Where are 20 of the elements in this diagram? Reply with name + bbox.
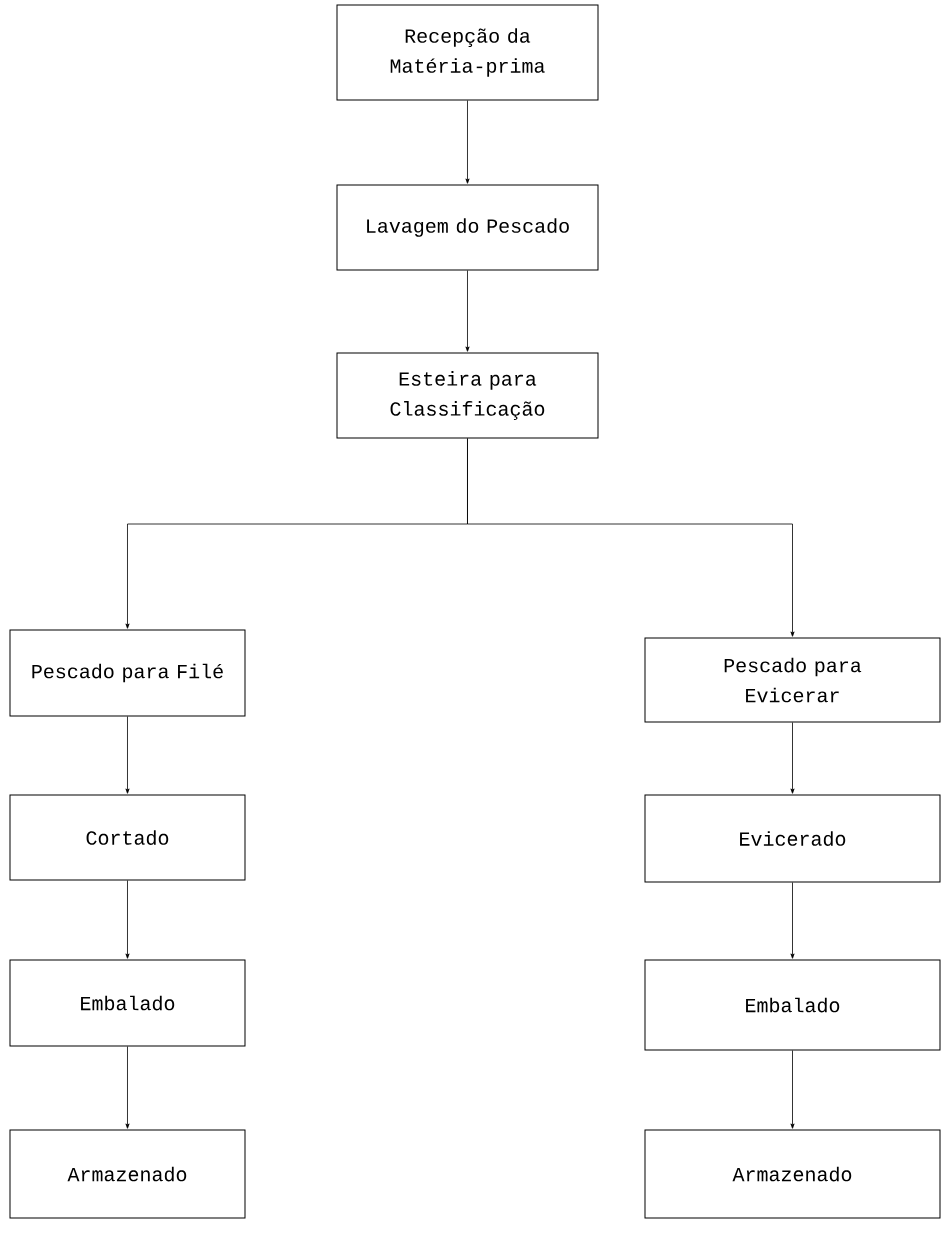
process-box: Armazenado: [644, 1129, 941, 1219]
arrow: [125, 880, 130, 959]
process-box: Recepção da Matéria-prima: [336, 4, 599, 101]
process-box: Embalado: [644, 959, 941, 1051]
process-box: Armazenado: [9, 1129, 246, 1219]
arrow: [465, 100, 470, 184]
arrow: [790, 722, 795, 794]
arrow: [790, 1050, 795, 1129]
process-box: Embalado: [9, 959, 246, 1047]
process-box: Esteira para Classificação: [336, 352, 599, 439]
arrow: [467, 438, 795, 637]
arrow: [125, 716, 130, 794]
process-box: Evicerado: [644, 794, 941, 883]
arrow: [125, 1046, 130, 1129]
process-box: Pescado para Evicerar: [644, 637, 941, 723]
process-box: Lavagem do Pescado: [336, 184, 599, 271]
process-box: Cortado: [9, 794, 246, 881]
process-box: Pescado para Filé: [9, 629, 246, 717]
arrow: [790, 882, 795, 959]
arrow: [465, 270, 470, 352]
